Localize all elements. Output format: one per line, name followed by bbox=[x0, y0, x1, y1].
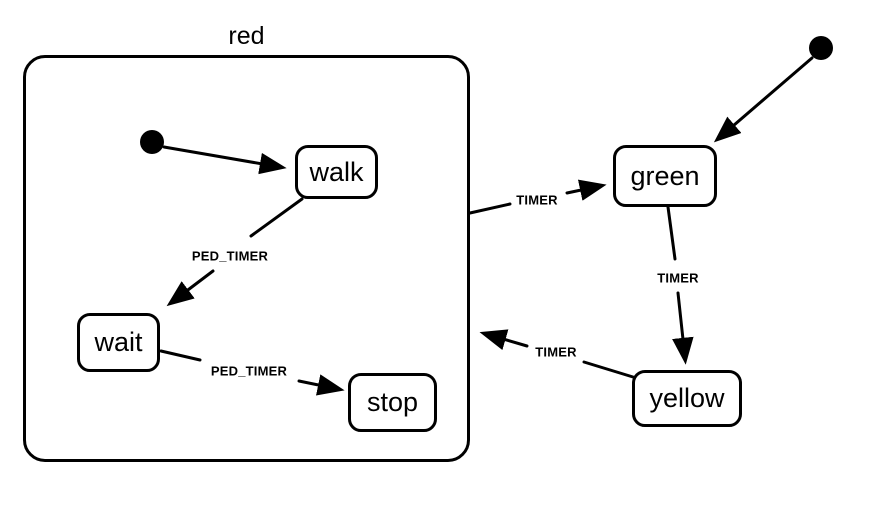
state-walk: walk bbox=[295, 145, 378, 199]
transition-line-wait-to-stop-a bbox=[159, 349, 202, 362]
transition-line-yellow-to-red-a bbox=[582, 360, 635, 379]
transition-line-yellow-to-red-b bbox=[479, 329, 529, 351]
transition-label-wait-to-stop: PED_TIMER bbox=[210, 363, 288, 379]
transition-label-walk-to-wait: PED_TIMER bbox=[191, 248, 269, 264]
initial-state-dot-red bbox=[140, 130, 164, 154]
transition-line-red-to-green-b bbox=[565, 179, 607, 201]
transition-line-initial-to-green bbox=[713, 56, 814, 143]
transition-line-walk-to-wait-b bbox=[166, 269, 215, 307]
initial-state-dot-machine bbox=[809, 36, 833, 60]
compound-state-red-label: red bbox=[228, 22, 265, 50]
transition-line-initial-to-walk bbox=[162, 145, 287, 175]
transition-line-wait-to-stop-b bbox=[297, 374, 345, 396]
state-wait: wait bbox=[77, 313, 160, 372]
transition-line-green-to-yellow-a bbox=[666, 205, 677, 261]
transition-line-red-to-green-a bbox=[468, 202, 512, 215]
state-green: green bbox=[613, 145, 717, 207]
transition-label-red-to-green: TIMER bbox=[516, 192, 558, 208]
state-stop: stop bbox=[348, 373, 437, 432]
transition-label-yellow-to-red: TIMER bbox=[535, 344, 577, 360]
transition-line-walk-to-wait-a bbox=[249, 197, 304, 238]
transition-label-green-to-yellow: TIMER bbox=[657, 270, 699, 286]
compound-state-red bbox=[23, 55, 470, 462]
state-yellow: yellow bbox=[632, 370, 742, 427]
transition-line-green-to-yellow-b bbox=[672, 291, 694, 365]
